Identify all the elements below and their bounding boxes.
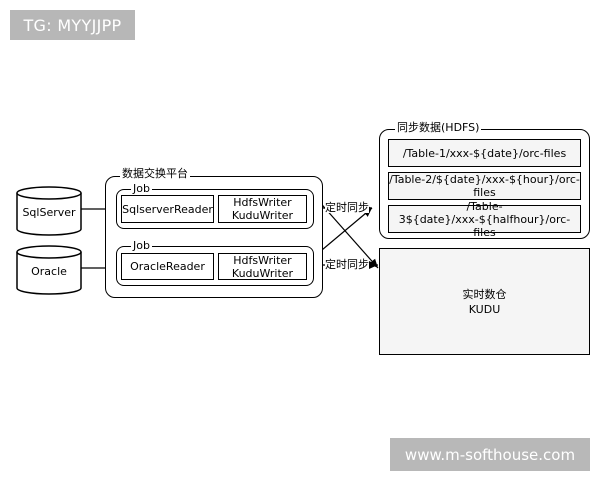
oracle-label: Oracle xyxy=(31,264,67,278)
job-2-title: Job xyxy=(131,239,152,252)
job-2-writers: HdfsWriter KuduWriter xyxy=(218,253,307,280)
edge-job2-to-hdfs xyxy=(315,207,373,256)
oracle-reader: OracleReader xyxy=(121,253,214,280)
site-watermark: www.m-softhouse.com xyxy=(390,438,590,471)
platform-title: 数据交换平台 xyxy=(120,167,190,180)
job-1-writers: HdfsWriter KuduWriter xyxy=(218,195,307,223)
kudu-subtitle: KUDU xyxy=(468,302,501,316)
hdfs-title: 同步数据(HDFS) xyxy=(395,121,482,134)
sqlserver-database-icon xyxy=(16,186,82,236)
hdfs-table-3: /Table-3${date}/xxx-${halfhour}/orc-file… xyxy=(388,200,581,239)
job-1-title: Job xyxy=(131,182,152,195)
job-1-hdfs-writer: HdfsWriter xyxy=(233,196,292,209)
oracle-database-icon xyxy=(16,245,82,295)
job-2-kudu-writer: KuduWriter xyxy=(231,266,294,280)
hdfs-table-2: /Table-2/${date}/xxx-${hour}/orc-files xyxy=(388,172,581,200)
kudu-warehouse: 实时数仓 KUDU xyxy=(379,248,590,355)
job-1-kudu-writer: KuduWriter xyxy=(231,209,294,222)
sync-label-2: 定时同步 xyxy=(325,258,369,271)
sqlserver-label: SqlServer xyxy=(22,205,76,219)
job-2-hdfs-writer: HdfsWriter xyxy=(233,253,292,267)
hdfs-table-1: /Table-1/xxx-${date}/orc-files xyxy=(388,139,581,167)
sync-label-1: 定时同步 xyxy=(325,201,369,214)
kudu-title: 实时数仓 xyxy=(462,287,507,301)
tg-badge: TG: MYYJJPP xyxy=(10,10,135,40)
sqlserver-reader: SqlserverReader xyxy=(121,195,214,223)
